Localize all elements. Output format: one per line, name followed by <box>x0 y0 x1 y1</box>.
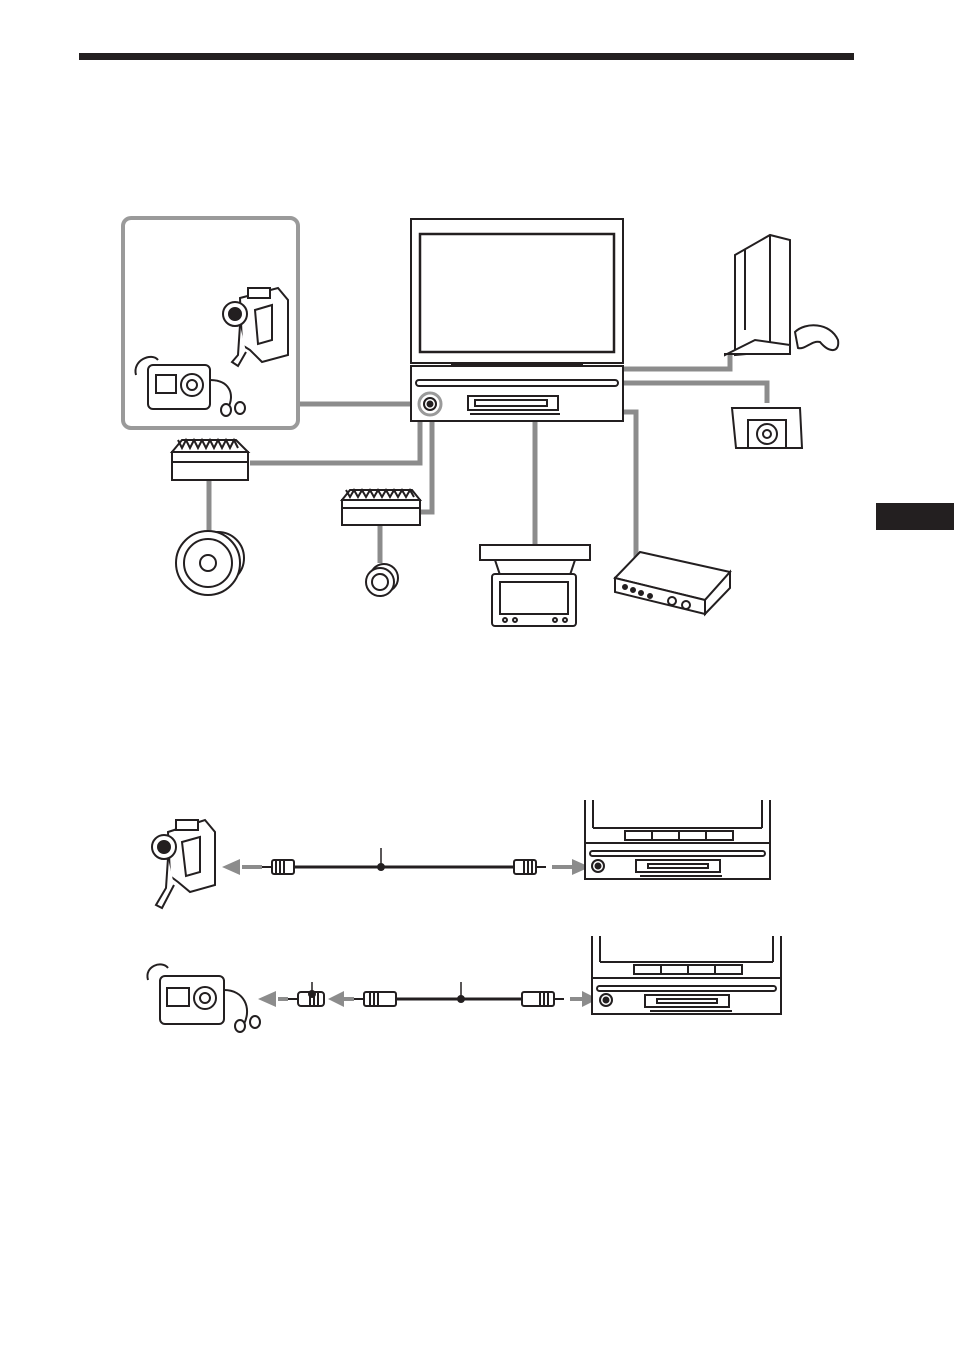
overhead-monitor-icon <box>480 545 590 626</box>
arrow-left-icon <box>222 859 240 875</box>
tweeter-icon <box>366 564 398 596</box>
portable-audio-player-icon <box>147 964 260 1032</box>
monitor-head-unit-icon <box>411 219 623 421</box>
rear-camera-icon <box>732 408 802 448</box>
cable-tuner <box>608 412 636 565</box>
monitor-head-unit-icon <box>592 936 781 1014</box>
tuner-box-icon <box>615 552 730 614</box>
camcorder-to-aux-connection <box>152 800 770 908</box>
power-amplifier-icon <box>342 490 420 525</box>
cable-game <box>622 354 730 369</box>
camcorder-icon <box>223 288 288 366</box>
stereo-mini-cable <box>354 982 564 1006</box>
portable-audio-player-icon <box>135 357 245 416</box>
monitor-head-unit-icon <box>585 800 770 879</box>
speaker-icon <box>176 531 244 595</box>
audio-player-to-aux-connection <box>147 936 781 1032</box>
cable-camera <box>622 383 767 403</box>
plug-adaptor-icon <box>288 982 324 1006</box>
stereo-mini-cable <box>262 848 546 874</box>
arrow-left-icon <box>328 991 344 1007</box>
arrow-left-icon <box>258 991 276 1007</box>
cable-amp-sub <box>421 422 432 512</box>
camcorder-icon <box>152 820 215 908</box>
game-console-icon <box>725 235 838 355</box>
power-amplifier-icon <box>172 440 248 480</box>
